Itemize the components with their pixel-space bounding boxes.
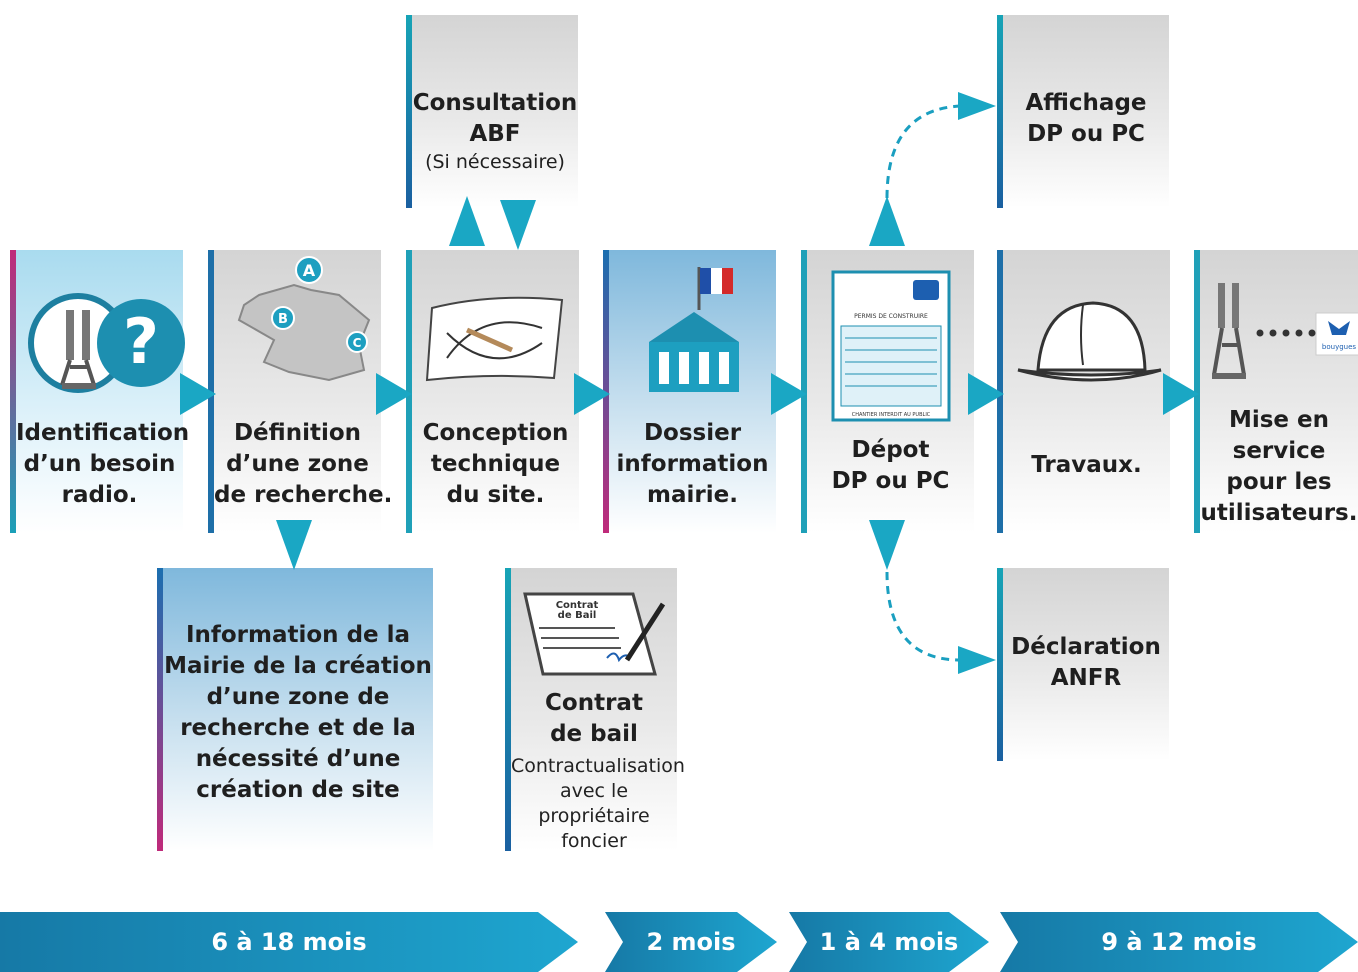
identification-label: Identification d’un besoin radio. — [16, 420, 190, 508]
consultation-box: Consultation ABF (Si nécessaire) — [406, 15, 578, 208]
france-map-icon: A B C — [237, 256, 371, 382]
declaration-box: Déclaration ANFR — [997, 568, 1169, 761]
map-pin-b: B — [271, 306, 295, 330]
svg-text:PERMIS DE CONSTRUIRE: PERMIS DE CONSTRUIRE — [854, 313, 928, 320]
arrow-up-depot — [869, 196, 905, 246]
information-mairie-box: Information de la Mairie de la création … — [157, 568, 433, 851]
declaration-label: Déclaration ANFR — [1011, 634, 1161, 691]
contrat-box: Contrat de Bail Contrat de bail Contract… — [505, 568, 685, 852]
step-travaux: Travaux. — [997, 250, 1170, 533]
arrow-right-6 — [1163, 373, 1199, 415]
consultation-label: Consultation ABF (Si nécessaire) — [412, 90, 578, 173]
map-pin-c: C — [346, 331, 368, 353]
information-mairie-label: Information de la Mairie de la création … — [164, 622, 432, 803]
contract-signature-icon: Contrat de Bail — [523, 592, 666, 676]
dashed-arrowhead-declaration — [958, 646, 996, 674]
contrat-label: Contrat de bail — [545, 690, 643, 747]
svg-text:B: B — [278, 312, 288, 327]
hard-hat-icon — [1017, 301, 1162, 382]
step-identification: Identification d’un besoin radio. ? — [10, 250, 190, 533]
dashed-path-affichage — [885, 104, 961, 199]
dashed-arrowhead-affichage — [958, 92, 996, 120]
arrow-right-2 — [376, 373, 412, 415]
affichage-box: Affichage DP ou PC — [997, 15, 1169, 208]
contrat-note: Contractualisation avec le propriétaire … — [511, 755, 685, 852]
step-mise-en-service: Mise en service pour les utilisateurs. b… — [1194, 250, 1358, 533]
svg-text:Contrat: Contrat — [556, 600, 599, 611]
dashed-path-declaration — [885, 571, 961, 662]
map-pin-a: A — [295, 256, 323, 284]
antenna-to-user-icon: bouygues — [1212, 283, 1358, 379]
svg-text:de Bail: de Bail — [558, 610, 597, 621]
timeline-segment-3: 1 à 4 mois — [789, 912, 989, 972]
arrow-down-depot — [869, 520, 905, 570]
timeline-segment-4: 9 à 12 mois — [1000, 912, 1358, 972]
definition-label: Définition d’une zone de recherche. — [214, 420, 393, 508]
technical-drawing-icon — [425, 296, 564, 382]
step-conception: Conception technique du site. — [406, 250, 579, 533]
svg-text:C: C — [353, 336, 362, 350]
arrow-down-information — [276, 520, 312, 570]
timeline-segment-1: 6 à 18 mois — [0, 912, 578, 972]
town-hall-icon — [649, 267, 739, 392]
mise-en-service-label: Mise en service pour les utilisateurs. — [1200, 407, 1358, 526]
svg-text:A: A — [303, 261, 316, 280]
consultation-note: (Si nécessaire) — [425, 151, 565, 173]
svg-text:CHANTIER INTERDIT AU PUBLIC: CHANTIER INTERDIT AU PUBLIC — [852, 412, 931, 418]
arrow-right-1 — [180, 373, 216, 415]
step-dossier: Dossier information mairie. — [603, 250, 776, 533]
arrow-down-consultation — [500, 200, 536, 250]
step-definition: Définition d’une zone de recherche. A B … — [208, 250, 393, 533]
arrow-up-consultation — [449, 196, 485, 246]
arrow-right-4 — [771, 373, 807, 415]
travaux-label: Travaux. — [1031, 452, 1142, 478]
arrow-right-5 — [968, 373, 1004, 415]
svg-text:?: ? — [123, 305, 159, 378]
affichage-label: Affichage DP ou PC — [1025, 90, 1147, 147]
conception-label: Conception technique du site. — [422, 420, 569, 508]
arrow-right-3 — [574, 373, 610, 415]
permit-form-icon: PERMIS DE CONSTRUIRE CHANTIER INTERDIT A… — [831, 270, 951, 422]
antenna-question-icon: ? — [28, 293, 185, 393]
svg-text:bouygues: bouygues — [1322, 343, 1356, 351]
dossier-label: Dossier information mairie. — [616, 420, 769, 508]
depot-label: Dépot DP ou PC — [831, 437, 950, 494]
timeline-segment-2: 2 mois — [605, 912, 777, 972]
